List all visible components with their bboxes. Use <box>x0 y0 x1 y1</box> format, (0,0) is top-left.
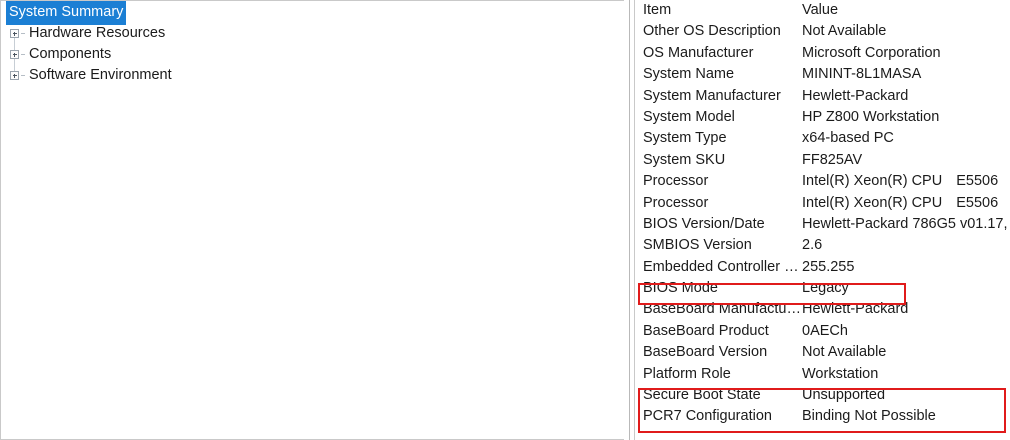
detail-row[interactable]: Secure Boot State Unsupported <box>636 385 1010 406</box>
splitter-line-left <box>629 0 630 440</box>
expand-plus-icon[interactable] <box>10 50 19 59</box>
detail-value-cell: 255.255 <box>802 258 855 275</box>
detail-row[interactable]: System SKU FF825AV <box>636 150 1010 171</box>
detail-value-cell: Not Available <box>802 23 887 40</box>
tree-item-label: Hardware Resources <box>29 24 166 41</box>
detail-value-cell: 0AECh <box>802 322 848 339</box>
detail-item-cell: Embedded Controller V... <box>643 258 802 275</box>
detail-item-cell: BIOS Mode <box>643 280 718 297</box>
detail-item-cell: SMBIOS Version <box>643 237 752 254</box>
column-header-value: Value <box>802 2 839 18</box>
detail-row[interactable]: SMBIOS Version 2.6 <box>636 235 1010 256</box>
detail-row[interactable]: Processor Intel(R) Xeon(R) CPU E5506 <box>636 193 1010 214</box>
detail-item-cell: System Name <box>643 66 735 83</box>
detail-row[interactable]: BIOS Version/Date Hewlett-Packard 786G5 v… <box>636 214 1010 235</box>
detail-item-cell: System Type <box>643 130 727 147</box>
detail-value-cell: Intel(R) Xeon(R) CPU <box>802 194 943 211</box>
detail-value-cell: FF825AV <box>802 151 863 168</box>
tree-connector-icon <box>21 54 25 55</box>
detail-value-cell: Unsupported <box>802 387 886 404</box>
expand-plus-icon[interactable] <box>10 71 19 80</box>
tree-item-components[interactable]: Components <box>1 44 624 65</box>
detail-row[interactable]: Embedded Controller V...255.255 <box>636 257 1010 278</box>
tree-item-label: Software Environment <box>29 66 172 83</box>
detail-value-cell: Hewlett-Packard <box>802 87 909 104</box>
detail-value-cell: Not Available <box>802 344 887 361</box>
detail-item-cell: BaseBoard Manufacturer <box>643 301 802 318</box>
detail-item-cell: Platform Role <box>643 365 731 382</box>
detail-value-cell: MININT-8L1MASA <box>802 66 922 83</box>
detail-value-cell: Legacy <box>802 280 849 297</box>
detail-item-cell: BaseBoard Version <box>643 344 768 361</box>
detail-value-cell: Hewlett-Packard 786G5 v01.17, 8/ <box>802 215 1010 232</box>
detail-row[interactable]: Processor Intel(R) Xeon(R) CPU E5506 <box>636 171 1010 192</box>
detail-row[interactable]: Platform Role Workstation <box>636 364 1010 385</box>
detail-value-cell: Binding Not Possible <box>802 408 936 425</box>
detail-header-row[interactable]: Item Value <box>636 0 1010 21</box>
detail-value-overflow-cell: E5506 <box>956 194 999 211</box>
tree-item-label: Components <box>29 45 112 62</box>
detail-row[interactable]: BaseBoard Version Not Available <box>636 342 1010 363</box>
detail-item-cell: BIOS Version/Date <box>643 215 765 232</box>
detail-value-cell: 2.6 <box>802 237 823 254</box>
detail-item-cell: OS Manufacturer <box>643 44 754 61</box>
detail-value-overflow-cell: E5506 <box>956 173 999 190</box>
detail-item-cell: Processor <box>643 194 709 211</box>
detail-row[interactable]: System Model HP Z800 Workstation <box>636 107 1010 128</box>
detail-row[interactable]: BIOS Mode Legacy <box>636 278 1010 299</box>
detail-row[interactable]: Other OS Description Not Available <box>636 21 1010 42</box>
detail-item-cell: Other OS Description <box>643 23 781 40</box>
detail-item-cell: BaseBoard Product <box>643 322 769 339</box>
detail-item-cell: Processor <box>643 173 709 190</box>
tree-item-hardware-resources[interactable]: Hardware Resources <box>1 23 624 44</box>
detail-value-cell: Hewlett-Packard <box>802 301 909 318</box>
tree-connector-icon <box>21 75 25 76</box>
detail-value-cell: x64-based PC <box>802 130 894 147</box>
detail-row[interactable]: BaseBoard Product 0AECh <box>636 321 1010 342</box>
detail-item-cell: System Manufacturer <box>643 87 781 104</box>
detail-item-cell: PCR7 Configuration <box>643 408 772 425</box>
tree-connector-icon <box>21 33 25 34</box>
detail-value-cell: Intel(R) Xeon(R) CPU <box>802 173 943 190</box>
detail-row[interactable]: System Name MININT-8L1MASA <box>636 64 1010 85</box>
detail-item-cell: Secure Boot State <box>643 387 761 404</box>
column-header-item: Item <box>643 2 672 18</box>
splitter-line-right <box>634 0 635 440</box>
detail-item-cell: System SKU <box>643 151 726 168</box>
tree-item-software-environment[interactable]: Software Environment <box>1 65 624 86</box>
detail-value-cell: Workstation <box>802 365 879 382</box>
detail-row[interactable]: PCR7 Configuration Binding Not Possible <box>636 406 1010 427</box>
detail-item-cell: System Model <box>643 108 735 125</box>
detail-row[interactable]: OS Manufacturer Microsoft Corporation <box>636 43 1010 64</box>
detail-row[interactable]: System Manufacturer Hewlett-Packard <box>636 86 1010 107</box>
detail-row[interactable]: System Type x64-based PC <box>636 128 1010 149</box>
tree-item-system-summary[interactable]: System Summary <box>1 1 624 25</box>
detail-value-cell: HP Z800 Workstation <box>802 108 940 125</box>
pane-splitter[interactable] <box>624 0 636 440</box>
tree-item-label: System Summary <box>6 1 127 25</box>
detail-value-cell: Microsoft Corporation <box>802 44 941 61</box>
expand-plus-icon[interactable] <box>10 29 19 38</box>
